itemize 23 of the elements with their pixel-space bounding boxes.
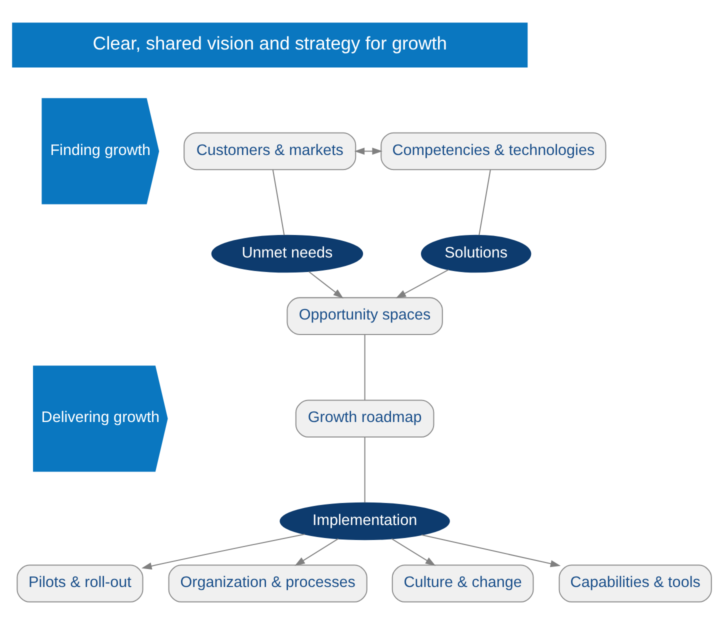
node-box: Pilots & roll-out — [16, 564, 144, 602]
node-ellipse: Unmet needs — [211, 234, 364, 272]
connector — [478, 169, 491, 235]
connector — [272, 169, 285, 235]
arrow — [421, 534, 561, 567]
node-ellipse: Implementation — [280, 502, 450, 540]
node-box: Clear, shared vision and strategy for growth — [12, 22, 528, 67]
node-ellipse: Solutions — [420, 234, 532, 272]
arrow — [142, 533, 305, 570]
node-box: Opportunity spaces — [286, 296, 443, 334]
arrow — [354, 147, 382, 154]
node-box: Organization & processes — [168, 564, 368, 602]
node-box: Culture & change — [392, 564, 534, 602]
node-box: Capabilities & tools — [558, 564, 712, 602]
arrow — [308, 270, 344, 298]
arrow — [294, 538, 339, 566]
arrow — [396, 268, 449, 298]
node-box: Growth roadmap — [295, 399, 434, 438]
node-box: Customers & markets — [184, 132, 356, 170]
arrow — [391, 538, 436, 566]
connector — [364, 436, 366, 502]
node-box: Competencies & technologies — [380, 132, 606, 170]
connector — [364, 334, 366, 400]
